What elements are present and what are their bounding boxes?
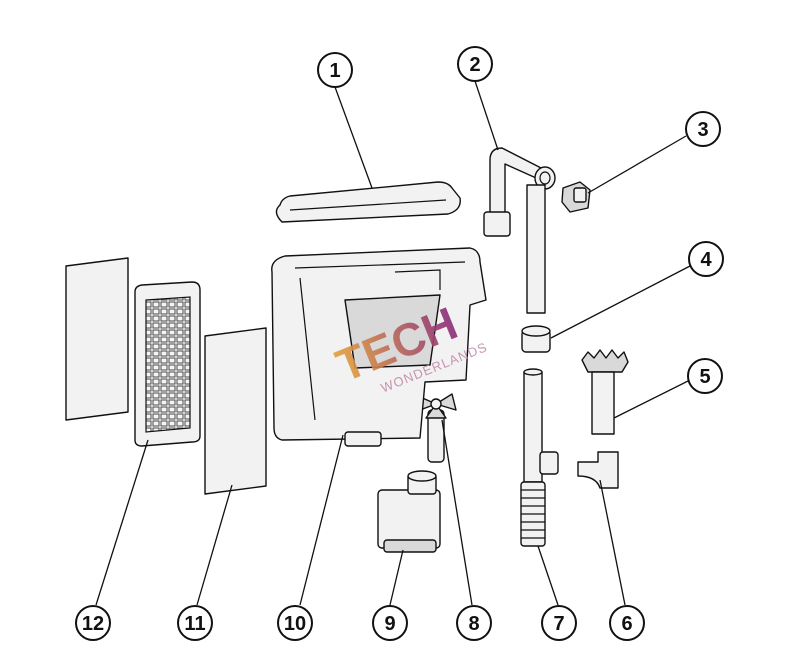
leader-lines [95,80,691,606]
callout-1: 1 [317,52,353,88]
callout-6: 6 [609,605,645,641]
leader-4 [550,265,691,339]
callout-1-label: 1 [329,60,340,82]
callout-4: 4 [688,241,724,277]
leader-7 [537,545,559,606]
callout-3-label: 3 [697,119,708,141]
part-elbow-connector [577,451,619,489]
callout-2: 2 [457,46,493,82]
callout-10-label: 10 [284,613,306,635]
callout-7-label: 7 [553,613,564,635]
part-lid [275,181,461,223]
callout-2-label: 2 [469,54,480,76]
part-flow-valve [561,181,591,213]
part-strainer-tube [581,349,629,435]
leader-3 [587,135,687,194]
callout-9: 9 [372,605,408,641]
part-intake-pipe [520,368,559,547]
leader-8 [441,419,473,606]
part-intake-elbow [483,147,556,314]
callout-4-label: 4 [700,249,712,271]
callout-9-label: 9 [384,613,395,635]
callout-11: 11 [177,605,213,641]
leader-5 [613,380,689,419]
leader-2 [474,80,499,151]
part-motor [377,470,441,553]
callout-8-label: 8 [468,613,479,635]
callout-10: 10 [277,605,313,641]
part-filter-housing [271,247,487,447]
callout-7: 7 [541,605,577,641]
callout-11-label: 11 [184,613,205,635]
callout-8: 8 [456,605,492,641]
leader-12 [95,439,149,606]
leader-9 [389,549,404,606]
leader-10 [299,434,344,606]
callout-12-label: 12 [82,613,104,635]
callout-5-label: 5 [699,366,710,388]
callout-12: 12 [75,605,111,641]
leader-6 [599,479,626,606]
part-connector-ring [521,325,551,353]
callout-3: 3 [685,111,721,147]
leader-1 [334,86,373,189]
part-filter-pad-front [204,327,267,495]
callout-6-label: 6 [621,613,632,635]
part-filter-cartridge [134,281,201,447]
callout-5: 5 [687,358,723,394]
part-filter-pad-rear [65,257,129,421]
leader-11 [196,484,233,606]
